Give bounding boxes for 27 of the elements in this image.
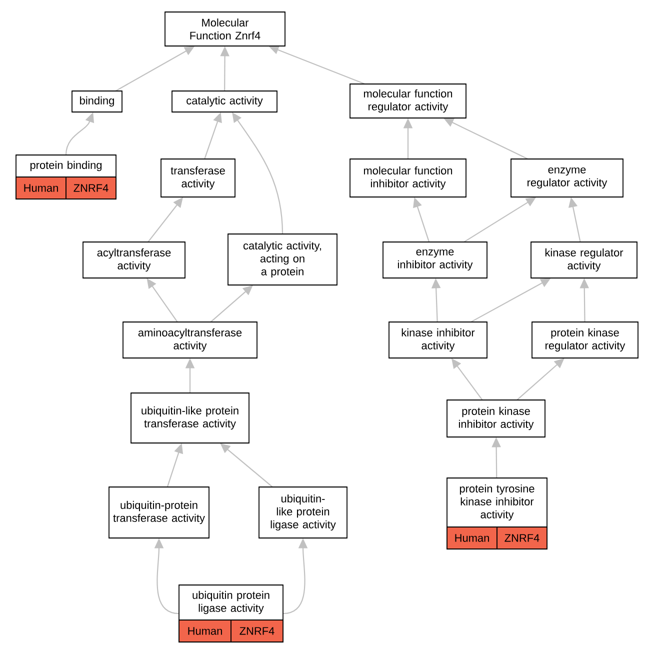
term-box: aminoacyltransferase activity: [122, 322, 258, 358]
term-box: ubiquitin-like protein transferase activity: [130, 392, 250, 444]
species-cell: ZNRF4: [66, 176, 116, 200]
term-box: catalytic activity: [172, 90, 278, 112]
species-cell: Human: [178, 620, 232, 642]
term-box: molecular function inhibitor activity: [350, 158, 466, 198]
term-box: enzyme inhibitor activity: [382, 242, 488, 278]
term-box: kinase inhibitor activity: [388, 322, 488, 358]
species-cell: ZNRF4: [230, 620, 284, 642]
term-box: protein kinase regulator activity: [532, 322, 638, 358]
term-box: protein tyrosine kinase inhibitor activity Human ZNRF4: [446, 478, 548, 550]
species-cell: Human: [16, 176, 66, 200]
term-box: ubiquitin protein ligase activity Human ZNRF4: [178, 584, 284, 642]
term-box: catalytic activity, acting on a protein: [228, 234, 338, 286]
term-box: kinase regulator activity: [530, 242, 638, 278]
term-box: protein kinase inhibitor activity: [446, 400, 546, 438]
term-box: Molecular Function Znrf4: [164, 12, 286, 46]
term-box: transferase activity: [160, 158, 236, 198]
term-box: ubiquitin-protein transferase activity: [108, 486, 210, 538]
term-box: binding: [72, 90, 122, 112]
species-cell: Human: [446, 526, 498, 550]
term-box: acyltransferase activity: [82, 242, 186, 278]
term-box: ubiquitin-like protein ligase activity: [258, 486, 348, 538]
term-box: enzyme regulator activity: [510, 158, 624, 198]
species-cell: ZNRF4: [496, 526, 548, 550]
term-box: molecular function regulator activity: [350, 84, 466, 118]
term-box: protein binding Human ZNRF4: [16, 154, 116, 200]
